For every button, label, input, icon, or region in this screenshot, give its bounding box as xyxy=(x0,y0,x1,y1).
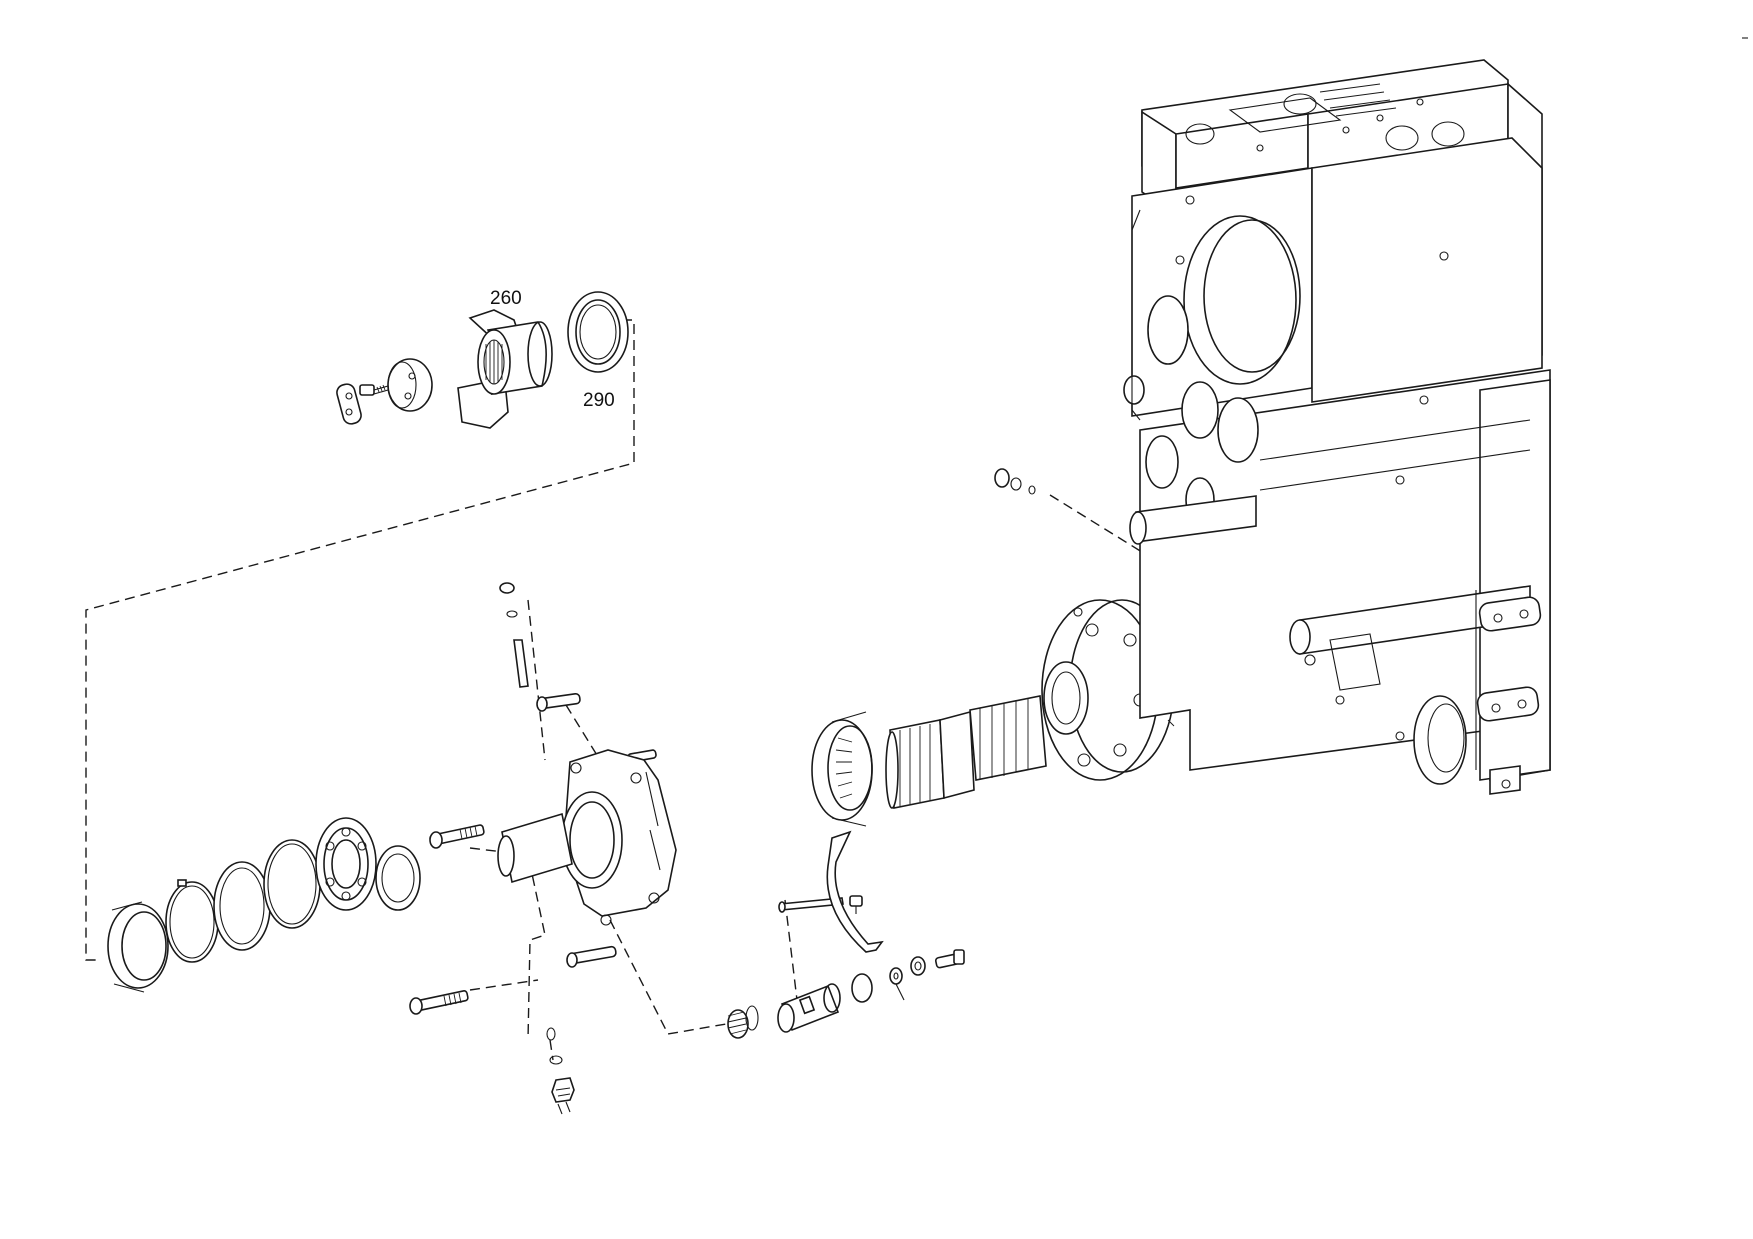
shift-sleeve xyxy=(777,983,841,1033)
shaft-seal-ring xyxy=(567,291,629,373)
shim-ring xyxy=(263,839,321,929)
breather-valve xyxy=(994,468,1036,495)
seal-and-bearing-stack xyxy=(107,817,421,993)
ball-bearing xyxy=(315,817,377,911)
spacer-ring xyxy=(213,861,271,951)
bottom-cap-screw xyxy=(409,990,469,1015)
sliding-coupling-sleeve xyxy=(811,711,873,827)
planetary-carrier xyxy=(1041,599,1179,781)
shift-rod xyxy=(778,897,844,913)
transmission-housing xyxy=(1123,59,1551,795)
flange-yoke xyxy=(457,309,553,429)
splined-shaft xyxy=(885,695,1047,809)
lock-bolt xyxy=(849,895,863,914)
snap-ring xyxy=(165,879,219,963)
detent-ring xyxy=(851,973,873,1003)
retaining-disc xyxy=(387,358,433,412)
top-cap-nut xyxy=(499,582,518,618)
lower-stud-bolt xyxy=(566,945,617,968)
shift-fork xyxy=(826,830,884,953)
flange-yoke-group xyxy=(336,291,629,429)
detent-nut xyxy=(910,956,926,976)
callout-260: 260 xyxy=(490,288,522,309)
upper-stud-bolt xyxy=(536,692,581,712)
detent-washer xyxy=(889,967,905,1001)
cover-housing-group xyxy=(409,582,677,1115)
callout-labels: 260 290 xyxy=(490,288,615,411)
dowel-pin xyxy=(513,639,529,688)
detent-bolt xyxy=(934,949,965,969)
cover-housing xyxy=(497,749,677,926)
long-cap-screw xyxy=(429,824,485,849)
callout-290: 290 xyxy=(583,390,615,411)
screw-plug xyxy=(551,1077,575,1115)
bearing-spacer xyxy=(375,845,421,911)
shift-mechanism xyxy=(727,830,965,1039)
compression-spring xyxy=(727,1005,759,1039)
small-bolt xyxy=(359,384,389,396)
shaft-gear-cluster xyxy=(811,599,1179,827)
o-ring-small xyxy=(546,1027,563,1065)
oil-seal xyxy=(107,901,169,993)
washer-plate xyxy=(336,383,362,425)
